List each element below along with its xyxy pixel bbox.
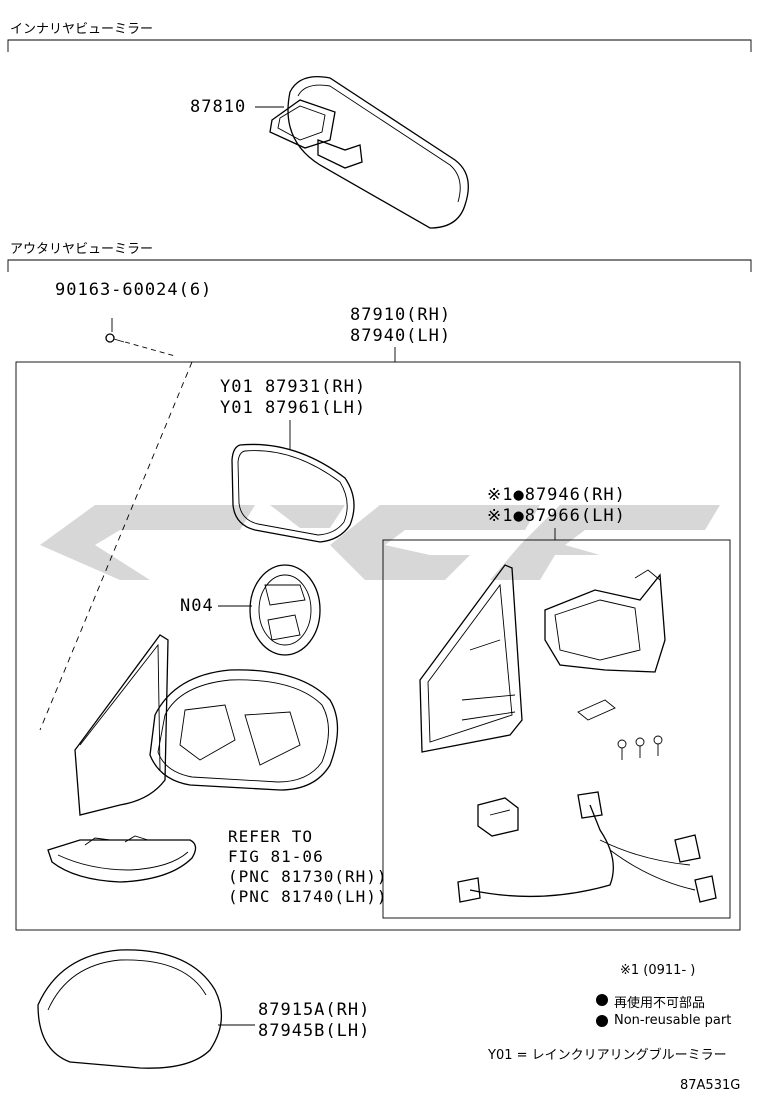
figure-id: 87A531G: [680, 1078, 741, 1093]
part-label-cover-rh[interactable]: 87915A(RH): [258, 1000, 371, 1020]
watermark-logo: [40, 505, 720, 580]
part-label-glass-rh[interactable]: Y01 87931(RH): [220, 377, 367, 397]
actuator-drawing: [544, 569, 666, 673]
mirror-housing-drawing: [74, 634, 339, 816]
sub-assembly-box: [382, 539, 731, 919]
part-label-sub-lh[interactable]: ※1●87966(LH): [487, 506, 626, 526]
part-label-assembly-lh[interactable]: 87940(LH): [350, 326, 452, 346]
motor-drawing: [218, 564, 321, 656]
refer-line-2[interactable]: FIG 81-06: [228, 847, 324, 866]
mirror-glass-drawing: [231, 420, 355, 543]
exterior-section-bracket: [7, 259, 752, 272]
legend-nonreusable-jp: 再使用不可部品: [614, 996, 706, 1011]
assembly-box: [15, 361, 741, 931]
exterior-section-title: アウタリヤビューミラー: [10, 242, 154, 257]
interior-mirror-drawing: [255, 75, 469, 229]
wire-harness-drawing: [457, 791, 717, 903]
legend-nonreusable-en: Non-reusable part: [614, 1013, 732, 1028]
part-label-motor[interactable]: N04: [180, 596, 214, 616]
interior-section-bracket: [7, 39, 752, 52]
refer-line-1: REFER TO: [228, 827, 314, 846]
part-label-87810[interactable]: 87810: [190, 97, 247, 117]
part-label-cover-lh[interactable]: 87945B(LH): [258, 1021, 371, 1041]
legend-bullet-jp: [596, 994, 608, 1006]
connector-drawing: [477, 797, 519, 837]
part-label-sub-rh[interactable]: ※1●87946(RH): [487, 485, 626, 505]
legend-date-note: ※1 (0911- ): [620, 963, 696, 978]
legend-y01-note: Y01 = レインクリアリングブルーミラー: [488, 1048, 727, 1063]
interior-section-title: インナリヤビューミラー: [10, 22, 154, 37]
legend-bullet-en: [596, 1015, 608, 1027]
refer-line-3[interactable]: (PNC 81730(RH)): [228, 867, 388, 886]
screws-set-drawing: [617, 735, 663, 760]
part-label-assembly-rh[interactable]: 87910(RH): [350, 305, 452, 325]
part-label-screw[interactable]: 90163-60024(6): [55, 280, 213, 300]
part-label-glass-lh[interactable]: Y01 87961(LH): [220, 398, 367, 418]
screw-drawing: [39, 318, 193, 731]
turn-signal-drawing: [47, 835, 197, 883]
refer-line-4[interactable]: (PNC 81740(LH)): [228, 887, 388, 906]
mirror-cover-drawing: [37, 949, 255, 1069]
mirror-base-bracket-drawing: [419, 564, 523, 753]
small-clip-drawing: [577, 699, 616, 721]
